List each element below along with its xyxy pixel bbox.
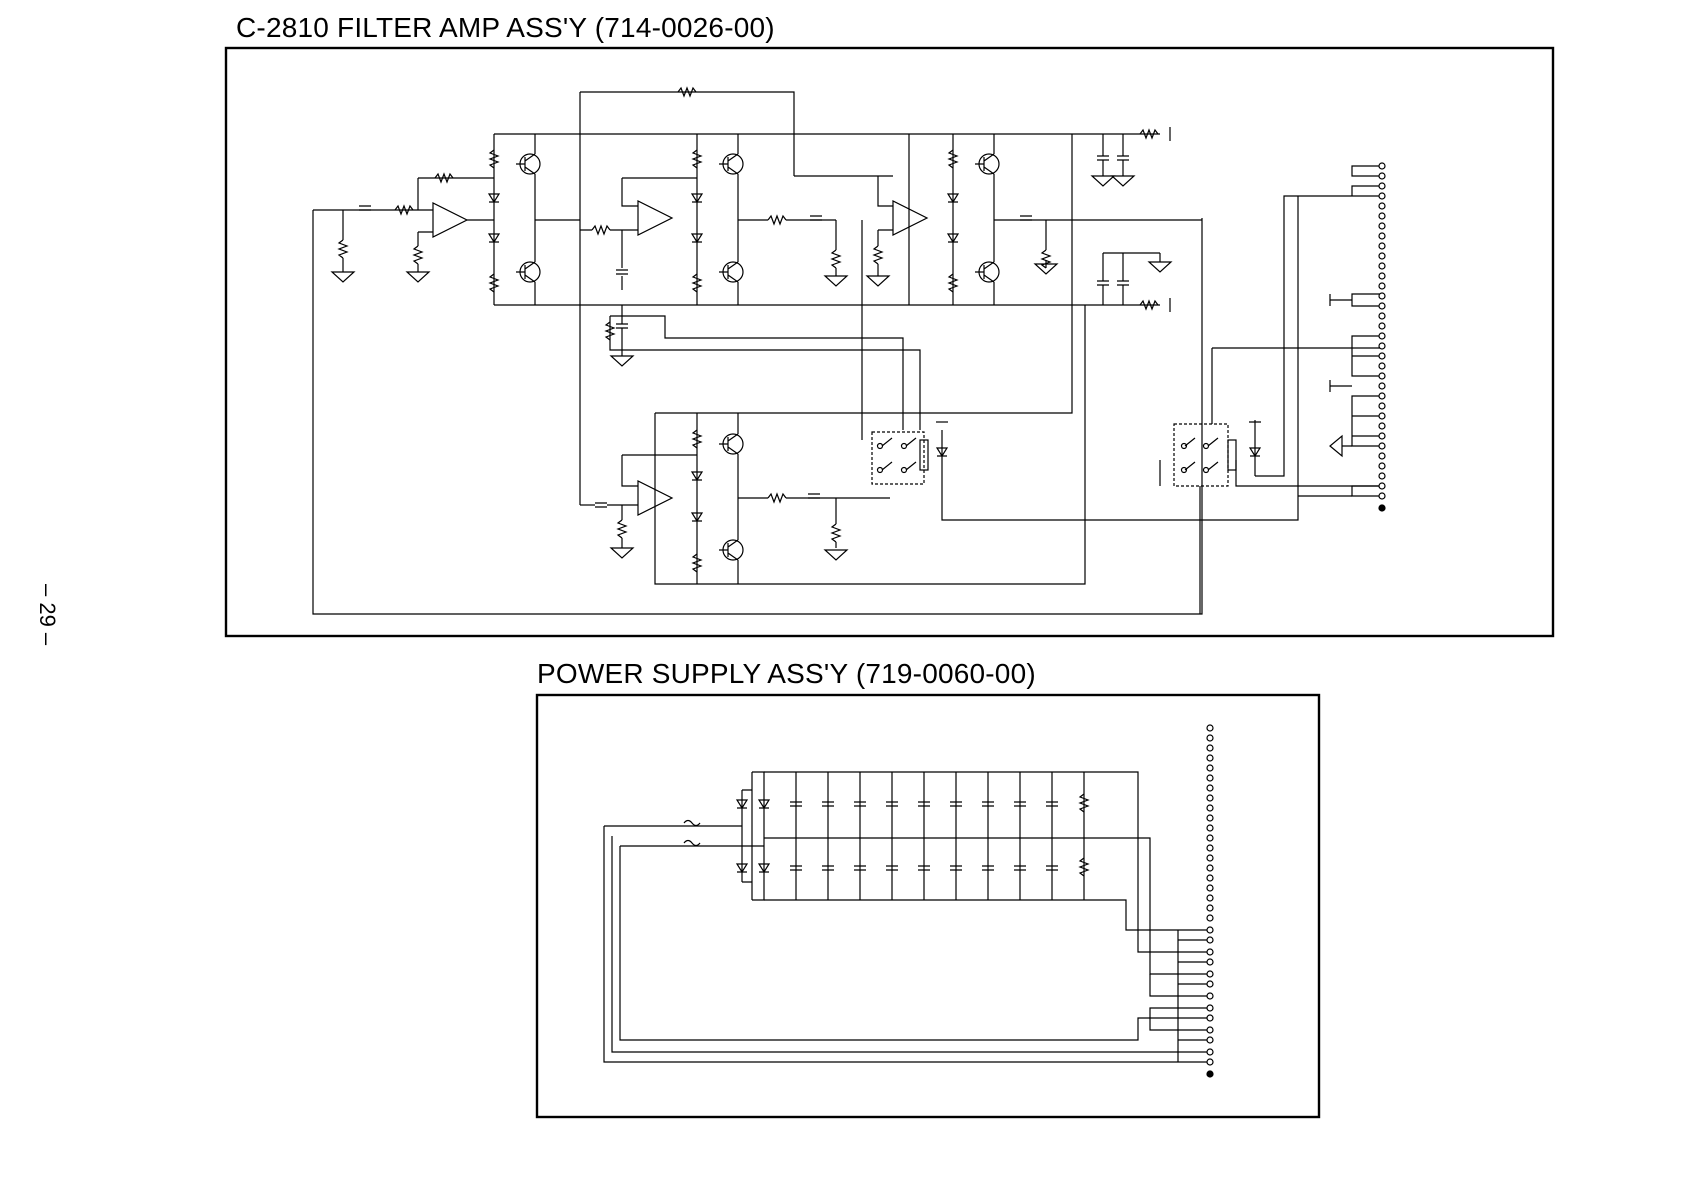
capacitor-bank <box>790 772 1088 900</box>
power-supply-schematic <box>537 695 1319 1117</box>
filter-amp-schematic <box>226 48 1553 636</box>
power-supply-connector <box>1178 930 1210 1062</box>
filter-amp-connector <box>1160 166 1382 496</box>
